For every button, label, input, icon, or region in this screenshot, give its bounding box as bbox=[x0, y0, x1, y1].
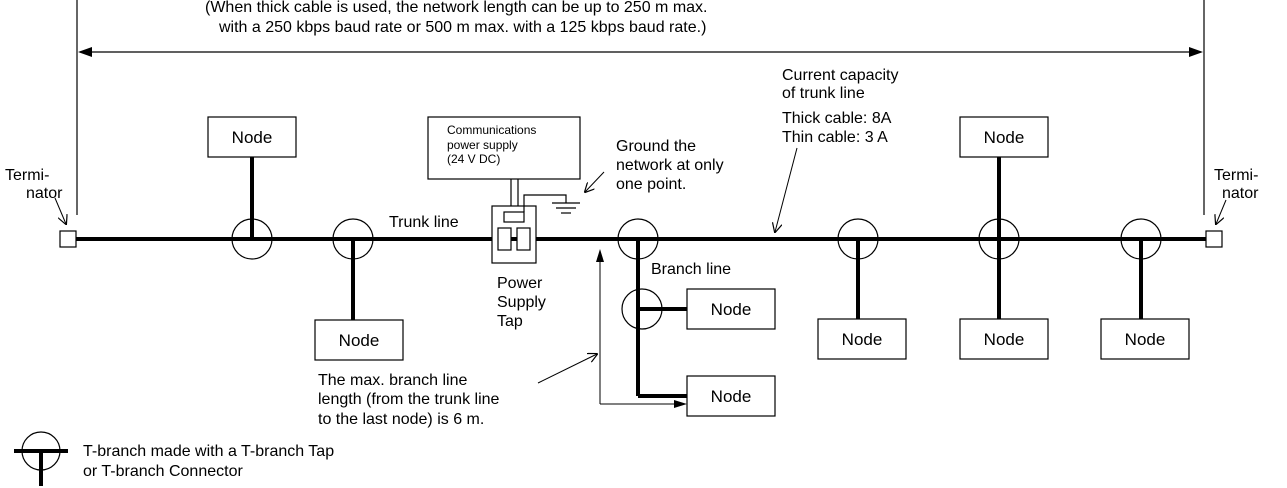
branch-note-line-3: to the last node) is 6 m. bbox=[318, 411, 484, 428]
node-box-2 bbox=[314, 319, 404, 361]
node-label-3: Node bbox=[711, 300, 752, 319]
node-label-6: Node bbox=[984, 128, 1025, 147]
current-capacity-thick: Thick cable: 8A bbox=[782, 110, 892, 127]
power-supply-tap-label-3: Tap bbox=[497, 313, 523, 330]
branch-note-line-1: The max. branch line bbox=[318, 372, 468, 389]
node-box-6 bbox=[959, 116, 1049, 158]
node-label-2: Node bbox=[339, 331, 380, 350]
t-branch-6 bbox=[1120, 218, 1162, 319]
t-branch-sub bbox=[621, 288, 687, 330]
power-supply-tap-label-2: Supply bbox=[497, 294, 546, 311]
node-label-4: Node bbox=[711, 387, 752, 406]
ground-symbol bbox=[523, 194, 580, 214]
current-capacity-arrow bbox=[775, 147, 798, 232]
current-capacity-thin: Thin cable: 3 A bbox=[782, 129, 888, 146]
terminator-left-label-2: nator bbox=[26, 185, 63, 202]
network-length-dimension bbox=[76, 0, 1205, 215]
t-branch-2 bbox=[332, 218, 374, 320]
terminator-right-label-1: Termi- bbox=[1214, 167, 1258, 184]
communications-power-supply-box bbox=[427, 116, 581, 180]
power-supply-box-line-3: (24 V DC) bbox=[447, 152, 500, 166]
terminator-right-label-2: nator bbox=[1222, 185, 1259, 202]
node-label-5: Node bbox=[842, 330, 883, 349]
node-label-7: Node bbox=[984, 330, 1025, 349]
node-box-8 bbox=[1100, 318, 1190, 360]
terminator-right bbox=[1205, 230, 1223, 248]
ground-note-line-1: Ground the bbox=[616, 138, 696, 155]
ground-note-line-3: one point. bbox=[616, 176, 686, 193]
node-box-7 bbox=[959, 318, 1049, 360]
t-branch-3 bbox=[617, 218, 687, 398]
t-branch-1 bbox=[231, 157, 273, 260]
branch-length-dimension bbox=[596, 249, 687, 408]
branch-line-label: Branch line bbox=[651, 261, 731, 278]
legend-line-2: or T-branch Connector bbox=[83, 463, 243, 480]
power-supply-tap-label-1: Power bbox=[497, 275, 543, 292]
terminator-right-arrow bbox=[1216, 199, 1227, 224]
terminator-left-arrow bbox=[54, 197, 66, 224]
branch-note-arrow bbox=[537, 354, 597, 384]
node-box-5 bbox=[817, 318, 907, 360]
power-supply-box-line-2: power supply bbox=[447, 138, 518, 152]
t-branch-5 bbox=[978, 157, 1020, 319]
node-label-8: Node bbox=[1125, 330, 1166, 349]
node-box-3 bbox=[686, 288, 776, 330]
ground-note-line-2: network at only bbox=[616, 157, 724, 174]
ground-note-arrow bbox=[585, 171, 605, 192]
node-label-1: Node bbox=[232, 128, 273, 147]
node-box-4 bbox=[686, 375, 776, 417]
terminator-left-label-1: Termi- bbox=[5, 167, 49, 184]
power-supply-box-line-1: Communications bbox=[447, 123, 536, 137]
header-line-1: (When thick cable is used, the network l… bbox=[205, 0, 708, 16]
branch-note-line-2: length (from the trunk line bbox=[318, 391, 500, 408]
trunk-line-label: Trunk line bbox=[389, 214, 459, 231]
t-branch-4 bbox=[837, 218, 879, 319]
t-branch-legend-symbol bbox=[14, 431, 68, 486]
header-line-2: with a 250 kbps baud rate or 500 m max. … bbox=[218, 19, 706, 36]
terminator-left bbox=[59, 230, 77, 248]
legend-line-1: T-branch made with a T-branch Tap bbox=[83, 443, 334, 460]
power-supply-tap bbox=[491, 205, 537, 264]
node-box-1 bbox=[207, 116, 297, 158]
current-capacity-line-2: of trunk line bbox=[782, 85, 865, 102]
current-capacity-line-1: Current capacity bbox=[782, 67, 899, 84]
